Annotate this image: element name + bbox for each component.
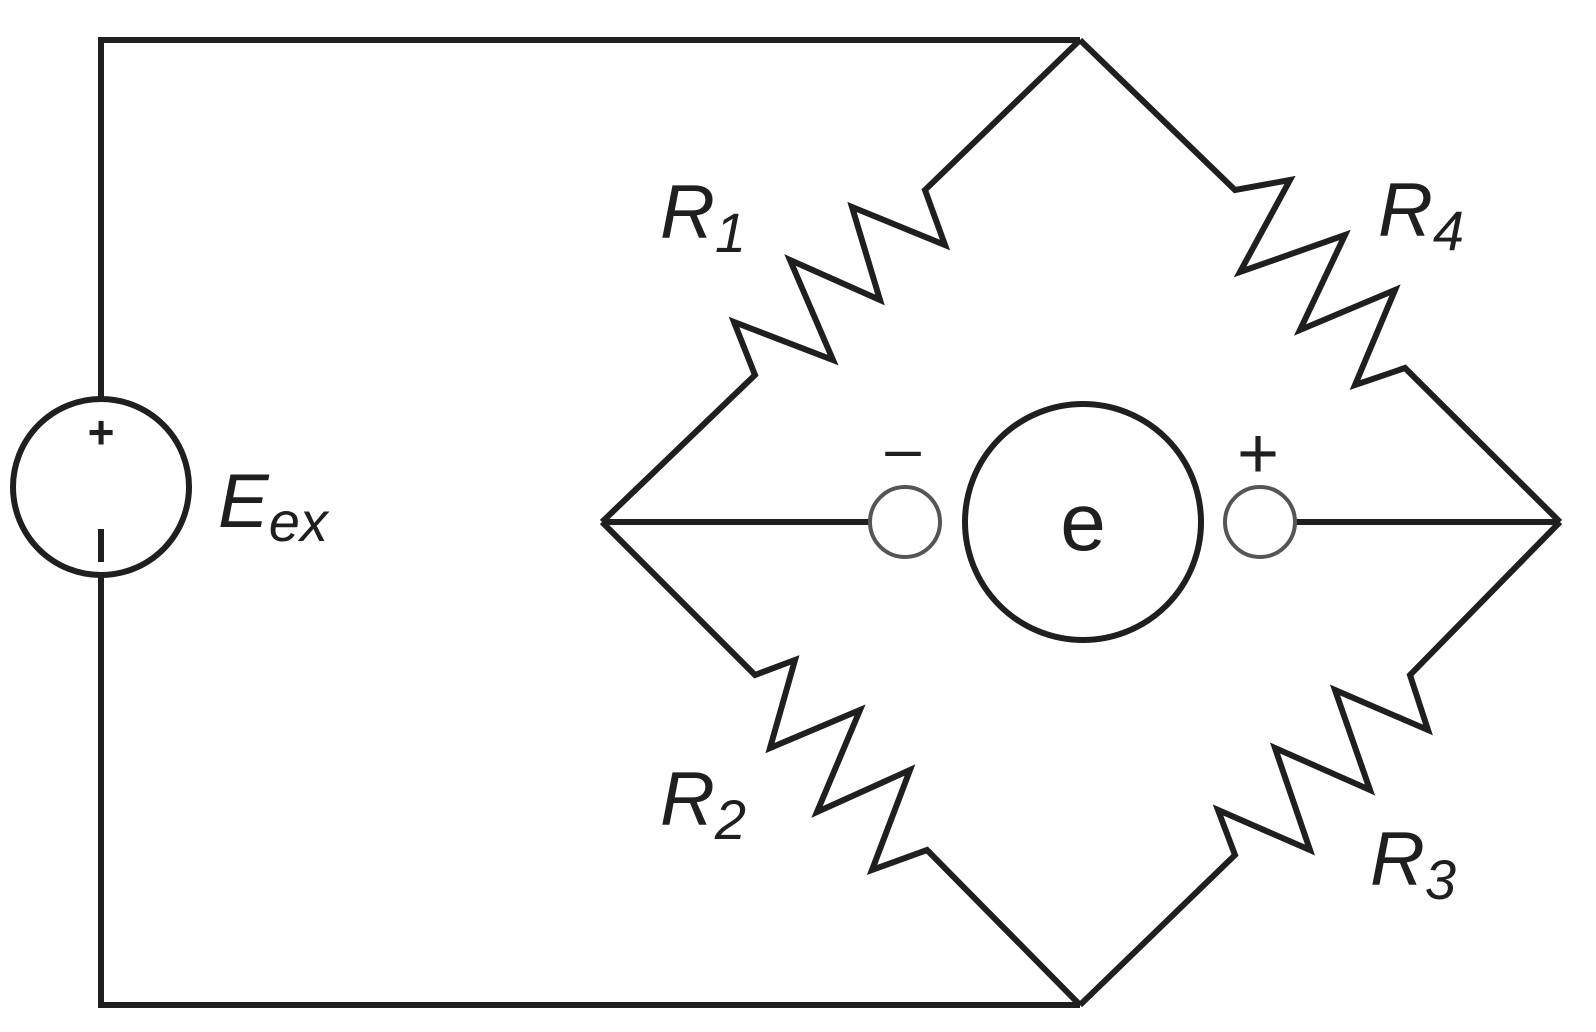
voltage-source [10, 396, 192, 578]
resistor-r1 [599, 37, 1083, 525]
resistor-r3 [1077, 519, 1563, 1008]
wire-bottom [98, 576, 1080, 1008]
terminal-positive [1223, 485, 1297, 559]
meter-label: e [1060, 477, 1106, 568]
r3-label: R3 [1370, 817, 1456, 911]
resistor-r4 [1077, 37, 1563, 525]
resistor-r2 [599, 519, 1083, 1008]
meter-minus-sign: – [885, 412, 921, 484]
terminal-negative [868, 485, 942, 559]
r2-label: R2 [660, 757, 746, 851]
source-plus-sign: + [88, 406, 115, 458]
output-meter [962, 401, 1204, 643]
wire-top [98, 37, 1080, 398]
r4-label: R4 [1378, 168, 1464, 262]
source-label: Eex [218, 459, 330, 553]
r1-label: R1 [660, 170, 746, 264]
meter-plus-sign: + [1237, 414, 1279, 494]
